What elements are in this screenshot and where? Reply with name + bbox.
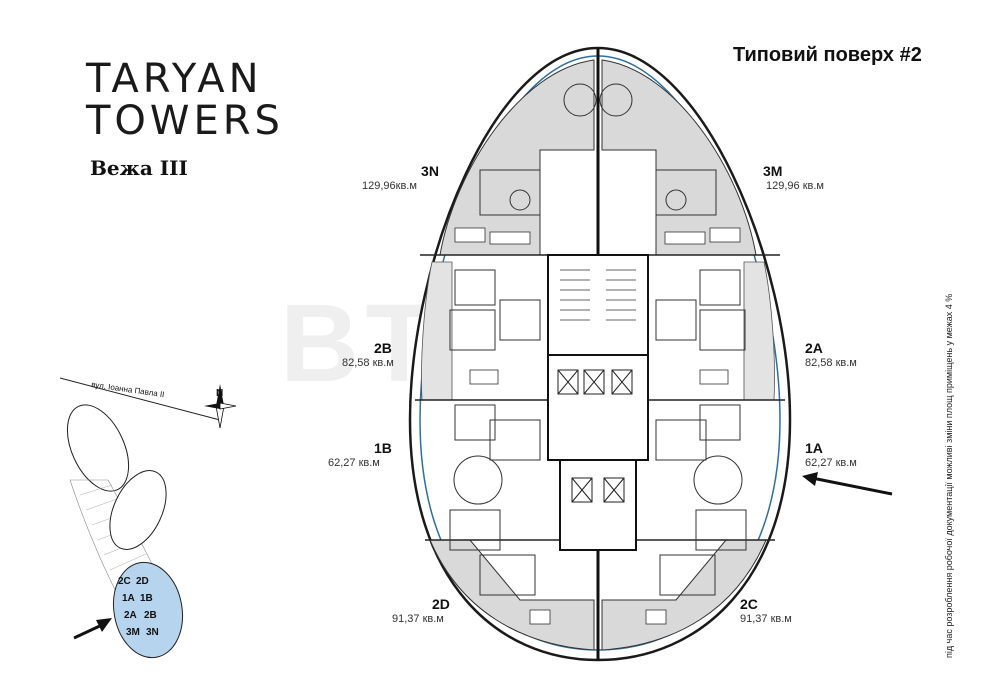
unit-area-2a: 82,58 кв.м [805,357,857,369]
mini-label: 2D [136,576,149,587]
unit-area-1a: 62,27 кв.м [805,457,857,469]
unit-area-1b: 62,27 кв.м [328,457,380,469]
core-lower [559,459,637,551]
mini-label: 3N [146,627,159,638]
tower-3-highlight [112,561,184,659]
floor-title: Типовий поверх #2 [733,44,922,66]
brand-line-2: TOWERS [86,98,284,144]
mini-label: 1A [122,593,135,604]
brand-logo: TARYAN TOWERS [86,58,284,142]
side-note: під час розроблення робочої документації… [944,293,954,658]
side-strip-left [421,261,453,401]
mini-label: 2A [124,610,137,621]
core-middle [547,354,649,461]
unit-label-3n: 3N [400,163,460,179]
unit-code-2d: 2D [432,596,450,612]
compass-icon [204,384,237,429]
unit-code-1a: 1A [805,440,823,456]
unit-area-2c: 91,37 кв.м [740,613,792,625]
tower-label: Вежа III [90,156,188,180]
unit-area-3m: 129,96 кв.м [766,180,824,192]
entrance-arrow-icon [802,472,893,496]
mini-label: 2B [144,610,157,621]
unit-code: 3N [421,163,439,179]
unit-code-2b: 2B [374,340,392,356]
unit-code: 3M [763,163,783,179]
mini-label: 3M [126,627,140,638]
brand-line-1: TARYAN [86,56,263,102]
compass-north-label: N [216,388,224,399]
unit-code-1b: 1B [374,440,392,456]
unit-area-2b: 82,58 кв.м [342,357,394,369]
mini-label: 2C [118,576,131,587]
site-map [59,377,237,659]
unit-code-2c: 2C [740,596,758,612]
unit-area-3n: 129,96кв.м [362,180,417,192]
unit-label-3m: 3M [763,163,782,179]
unit-code-2a: 2A [805,340,823,356]
mini-label: 1B [140,593,153,604]
unit-area-2d: 91,37 кв.м [392,613,444,625]
